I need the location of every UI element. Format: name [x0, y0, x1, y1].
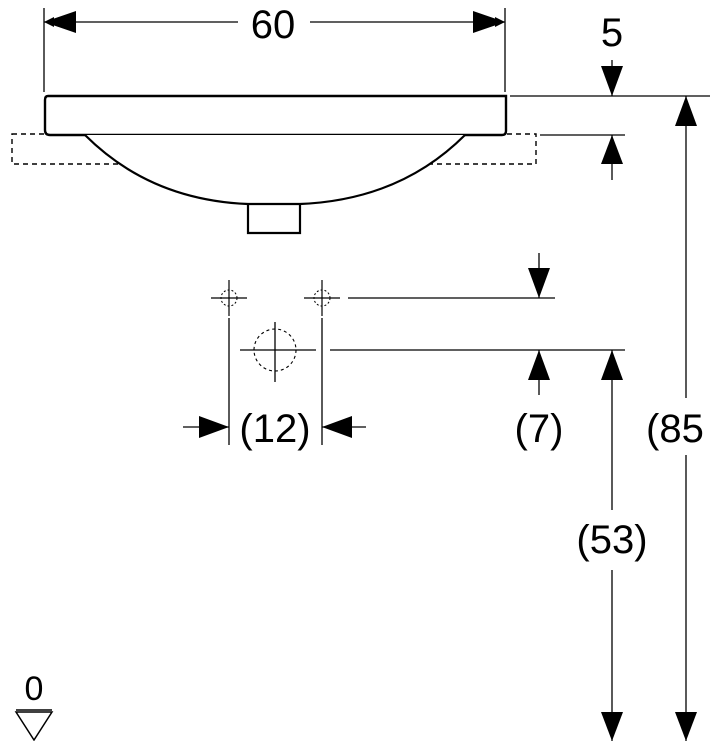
basin-outline [11, 94, 537, 235]
drain-outlet [246, 204, 302, 235]
tap-spacing-dimension [183, 318, 366, 445]
width-dimension [43, 8, 506, 92]
drain-height-label: (53) [576, 518, 647, 562]
tap-spacing-label: (12) [239, 407, 310, 451]
tap-holes [211, 280, 340, 382]
drain-hole [240, 322, 316, 382]
rim-thickness-dimension [510, 60, 710, 180]
tap-offset-dimension [330, 253, 625, 395]
drain-height-dimension [601, 350, 623, 741]
basin-bowl [84, 134, 466, 206]
width-dimension-label: 60 [251, 3, 296, 47]
basin-rim [43, 94, 508, 137]
tap-hole-right [304, 280, 340, 316]
tap-hole-left [211, 280, 247, 316]
rim-thickness-label: 5 [601, 11, 623, 55]
overall-height-dimension [675, 96, 697, 741]
floor-level-label: 0 [25, 670, 44, 708]
overall-height-label: (85 [646, 407, 704, 451]
tap-offset-label: (7) [515, 407, 564, 451]
triangle-down-icon [14, 711, 54, 741]
